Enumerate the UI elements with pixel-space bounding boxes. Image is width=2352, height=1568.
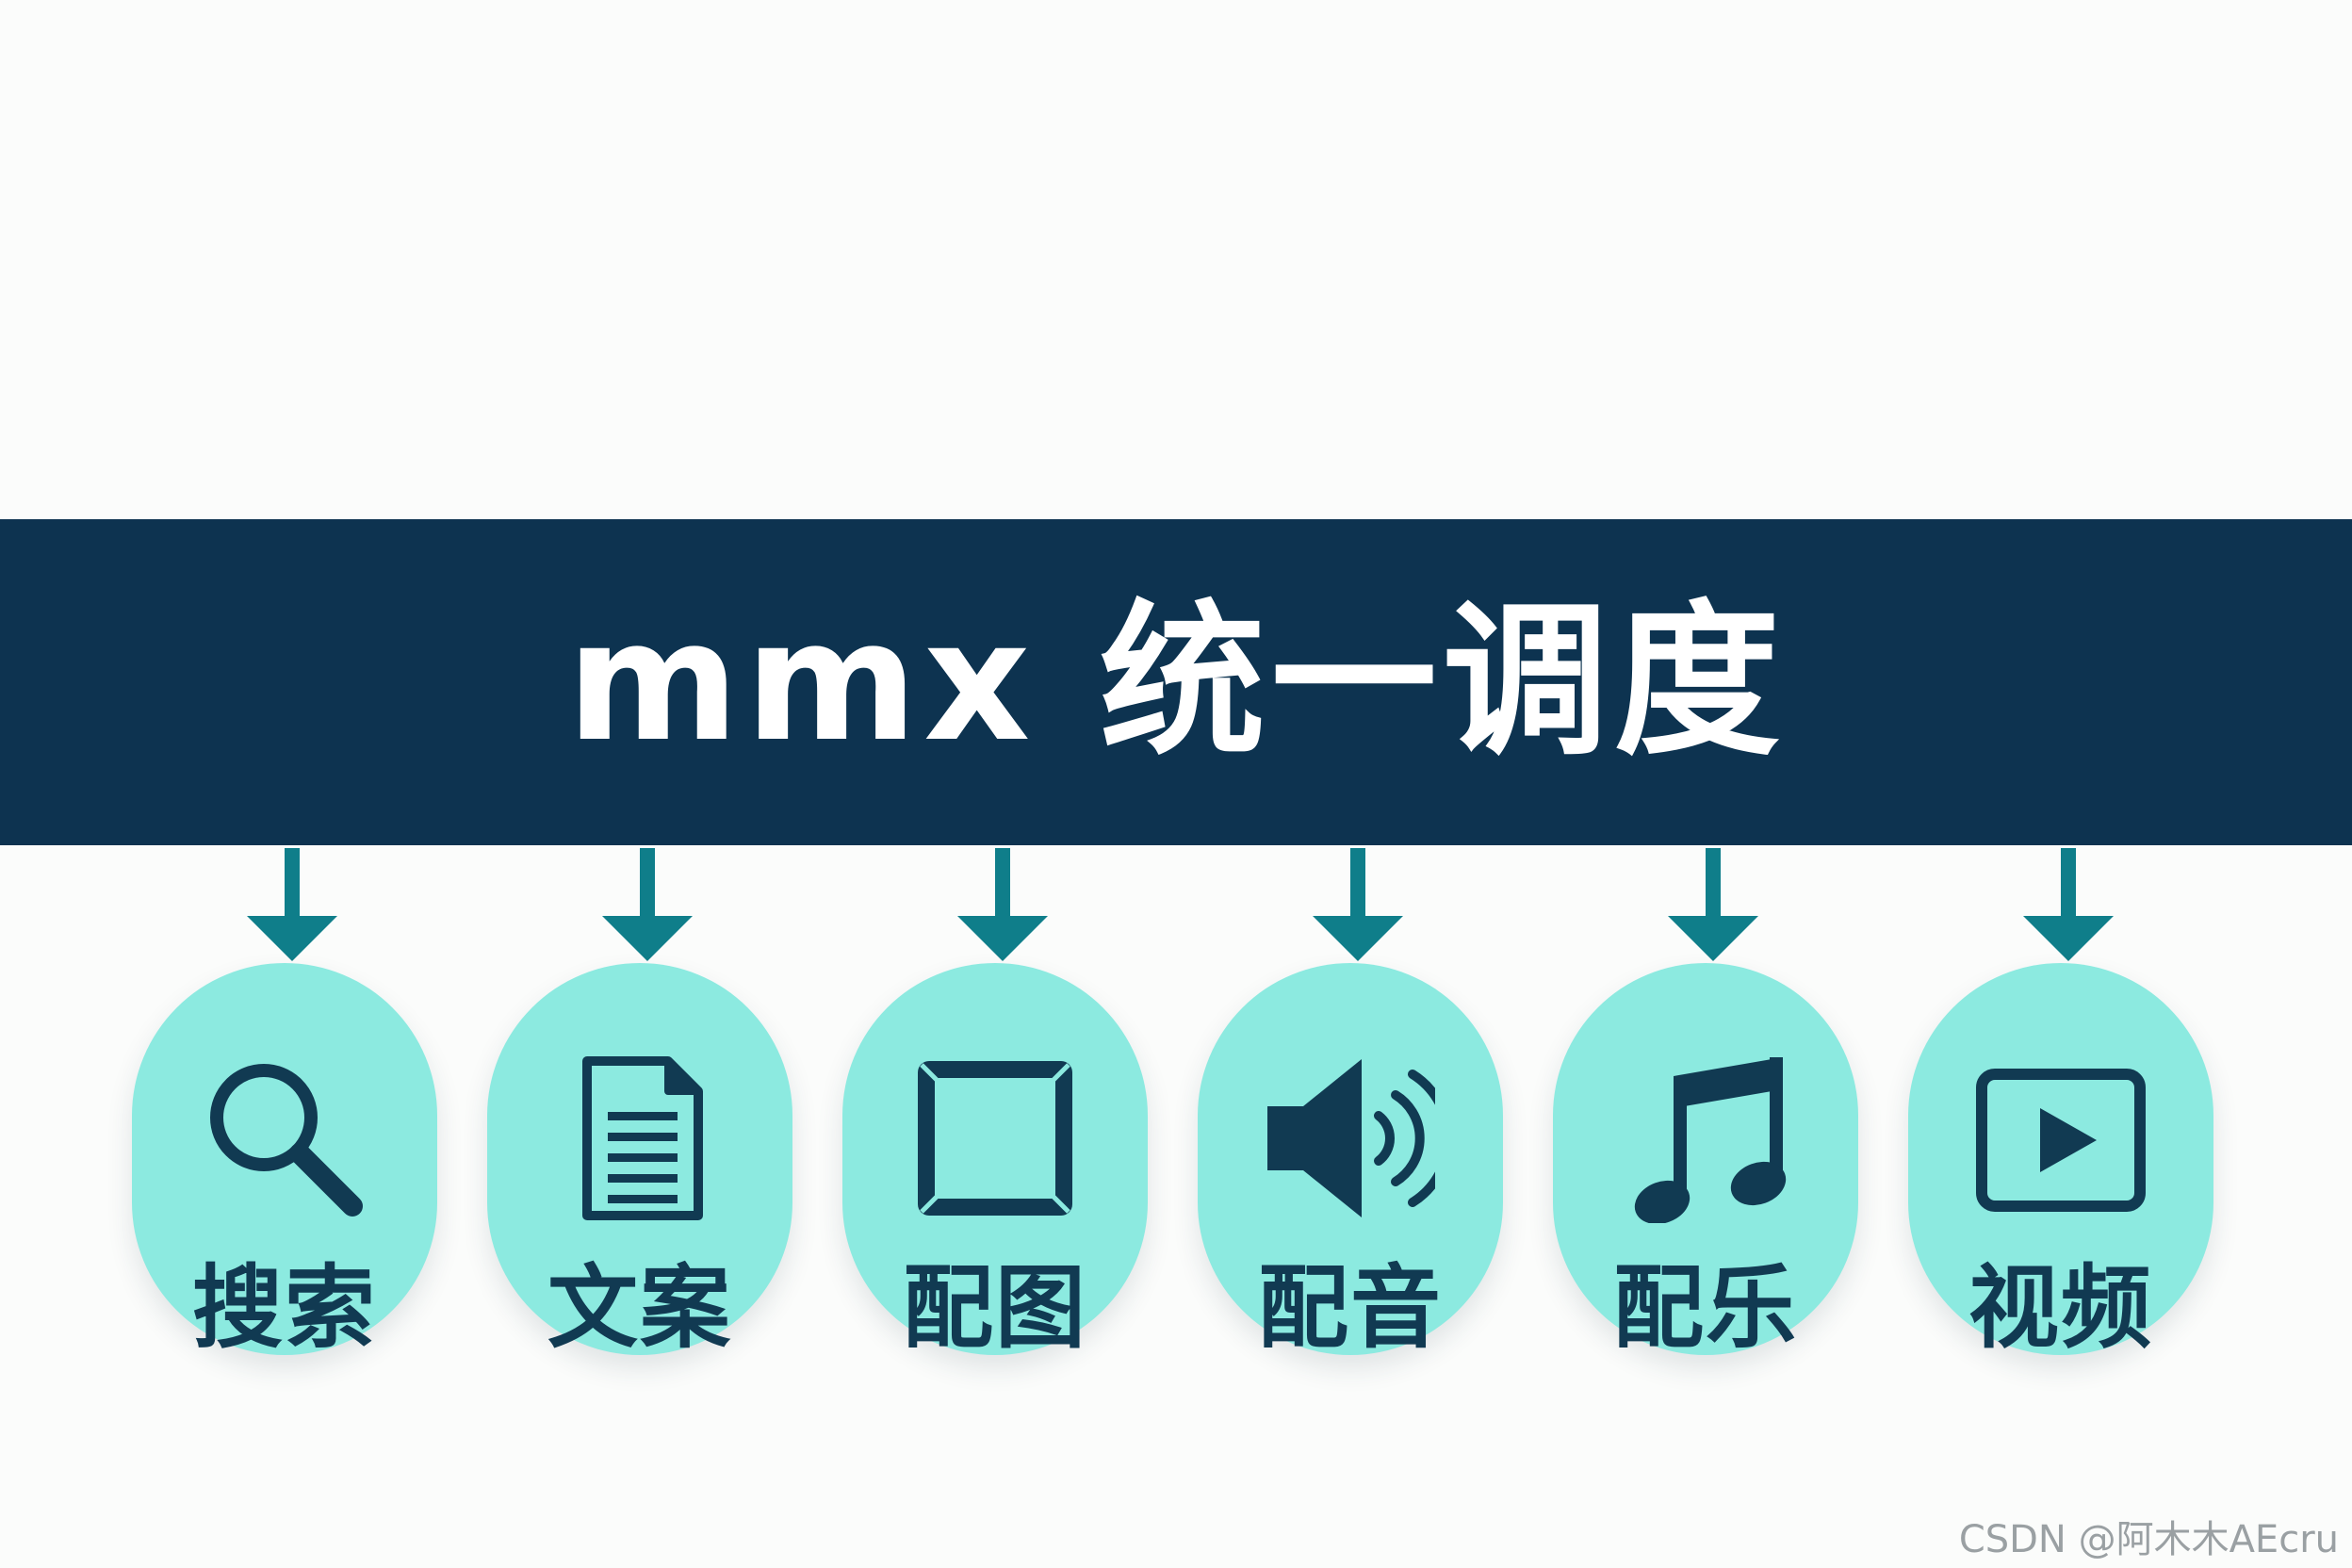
music-note-icon	[1634, 1057, 1787, 1223]
node-voiceover: 配音	[1181, 848, 1537, 1456]
image-frame-icon	[918, 1061, 1072, 1216]
arrow-down-icon	[1668, 848, 1758, 961]
arrow-down-icon	[957, 848, 1048, 961]
arrow-down-icon	[1313, 848, 1403, 961]
illustration-pill[interactable]: 配图	[842, 963, 1148, 1355]
arrow-down-icon	[602, 848, 693, 961]
node-video: 视频	[1891, 848, 2247, 1456]
arrow-down-icon	[247, 848, 337, 961]
arrow-down-icon	[2023, 848, 2114, 961]
node-music: 配乐	[1536, 848, 1892, 1456]
music-label: 配乐	[1613, 1255, 1798, 1361]
copywriting-label: 文案	[547, 1255, 732, 1361]
node-copywriting: 文案	[470, 848, 826, 1456]
video-pill[interactable]: 视频	[1908, 963, 2213, 1355]
video-label: 视频	[1968, 1255, 2153, 1361]
speaker-icon	[1267, 1059, 1435, 1217]
search-pill[interactable]: 搜索	[132, 963, 437, 1355]
music-pill[interactable]: 配乐	[1553, 963, 1858, 1355]
watermark-text: CSDN @阿木木AEcru	[1958, 1518, 2339, 1561]
node-illustration: 配图	[825, 848, 1182, 1456]
document-icon	[582, 1056, 703, 1220]
voiceover-pill[interactable]: 配音	[1198, 963, 1503, 1355]
search-icon	[210, 1064, 363, 1217]
copywriting-pill[interactable]: 文案	[487, 963, 792, 1355]
illustration-label: 配图	[903, 1255, 1087, 1361]
banner-title: mmx 统一调度	[566, 585, 1786, 778]
title-banner: mmx 统一调度	[0, 519, 2352, 845]
search-label: 搜索	[192, 1255, 377, 1361]
video-play-icon	[1976, 1069, 2146, 1212]
voiceover-label: 配音	[1258, 1255, 1443, 1361]
node-search: 搜索	[115, 848, 471, 1456]
